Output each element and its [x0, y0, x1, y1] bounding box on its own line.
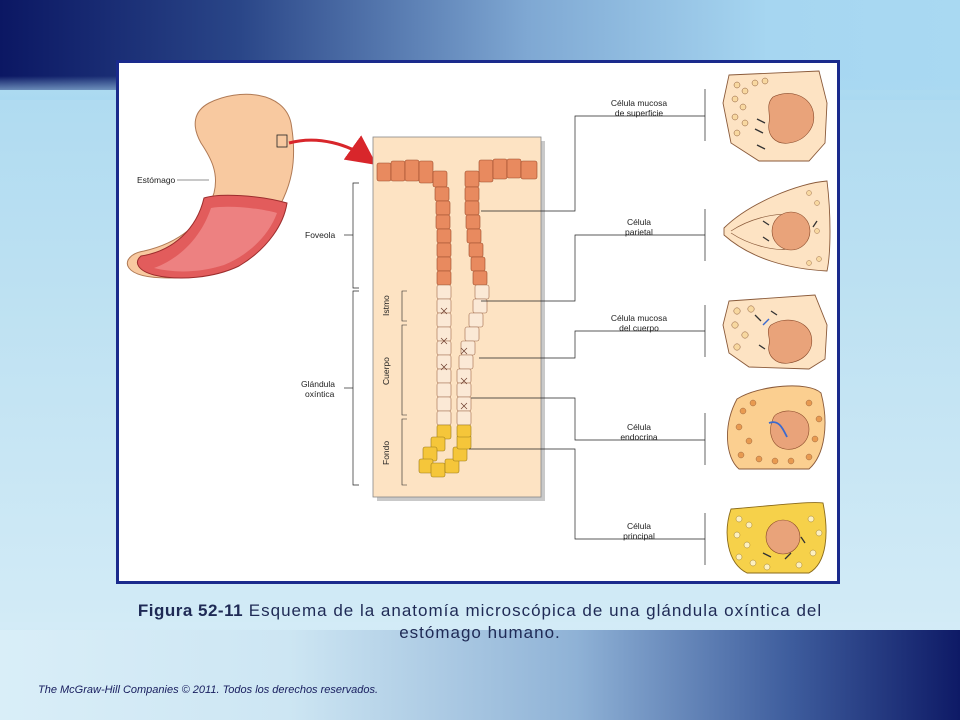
left-brackets: Foveola Glándula oxíntica: [301, 182, 359, 486]
foveola-label: Foveola: [305, 230, 336, 240]
gland-panel: Istmo Cuerpo Fondo: [372, 136, 545, 501]
gland-diagram: Estómago Foveola Glándula oxíntica Istmo…: [126, 70, 831, 574]
figure-caption: Figura 52-11 Esquema de la anatomía micr…: [120, 600, 840, 644]
cell-5-label-line1: Célula: [627, 521, 651, 531]
cell-3-label-line1: Célula mucosa: [611, 313, 667, 323]
cell-4-label-line1: Célula: [627, 422, 651, 432]
cell-2-label-line2: parietal: [625, 227, 653, 237]
cell-5-label-line2: principal: [623, 531, 655, 541]
figure-number: Figura 52-11: [137, 601, 244, 620]
footer-gradient-band: [0, 630, 960, 720]
chief-cell: [726, 502, 827, 574]
stomach-illustration: Estómago: [126, 93, 377, 279]
cell-1-label-line2: de superficie: [615, 108, 663, 118]
parietal-cell: [723, 180, 831, 272]
body-mucous-cell: [722, 294, 828, 370]
caption-text: Esquema de la anatomía microscópica de u…: [243, 601, 823, 642]
isthmus-label: Istmo: [381, 295, 391, 316]
endocrine-cell: [727, 385, 826, 470]
cell-labels: Célula mucosa de superficie Célula parie…: [611, 98, 667, 541]
oxyntic-gland-label-line2: oxíntica: [305, 389, 335, 399]
fundus-label: Fondo: [381, 441, 391, 465]
connector-lines: [469, 89, 706, 565]
cell-3-label-line2: del cuerpo: [619, 323, 659, 333]
cell-4-label-line2: endocrina: [620, 432, 658, 442]
surface-mucous-cell: [722, 70, 828, 162]
body-label: Cuerpo: [381, 357, 391, 385]
cell-2-label-line1: Célula: [627, 217, 651, 227]
copyright-notice: The McGraw-Hill Companies © 2011. Todos …: [38, 684, 379, 696]
figure-frame: Estómago Foveola Glándula oxíntica Istmo…: [116, 60, 840, 584]
stomach-label: Estómago: [137, 175, 176, 185]
oxyntic-gland-label-line1: Glándula: [301, 379, 335, 389]
cell-1-label-line1: Célula mucosa: [611, 98, 667, 108]
